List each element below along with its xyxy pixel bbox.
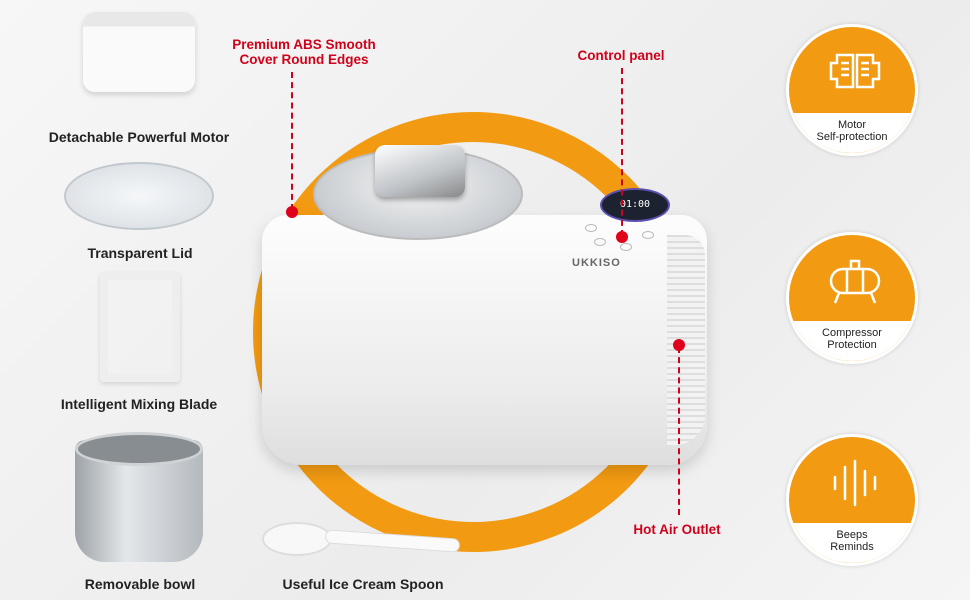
feature-label: Motor [837,119,867,131]
sound-wave-icon [833,459,877,507]
callout-hot-air-outlet: Hot Air Outlet [633,522,721,537]
callout-control-panel: Control panel [577,48,665,63]
motor-image [83,12,195,92]
part-label: Detachable Powerful Motor [48,129,230,145]
callout-text: Premium ABS Smooth [232,37,376,52]
ice-cream-machine: UKKISO [262,215,707,465]
feature-label: Beeps [836,529,868,541]
feature-label: Reminds [830,541,874,553]
mixing-blade-image [100,272,180,382]
motor-icon [829,53,881,89]
callout-dot [673,339,685,351]
callout-dot [616,231,628,243]
control-button[interactable] [594,238,606,246]
timer-readout: 01:00 [619,199,651,210]
compressor-icon [829,259,881,304]
control-button[interactable] [620,243,632,251]
lid-image [64,162,214,230]
part-label: Intelligent Mixing Blade [60,396,218,412]
control-display: 01:00 [600,188,670,222]
part-label: Useful Ice Cream Spoon [282,576,444,592]
callout-dot [286,206,298,218]
part-label: Removable bowl [84,576,196,592]
control-button[interactable] [585,224,597,232]
spoon-image [262,522,332,556]
callout-text: Cover Round Edges [239,52,369,67]
lid-handle [375,145,465,197]
feature-label: Self-protection [816,131,888,143]
control-button[interactable] [642,231,654,239]
part-label: Transparent Lid [87,245,193,261]
brand-label: UKKISO [572,257,621,269]
feature-label: Protection [827,339,877,351]
feature-label: Compressor [822,327,882,339]
